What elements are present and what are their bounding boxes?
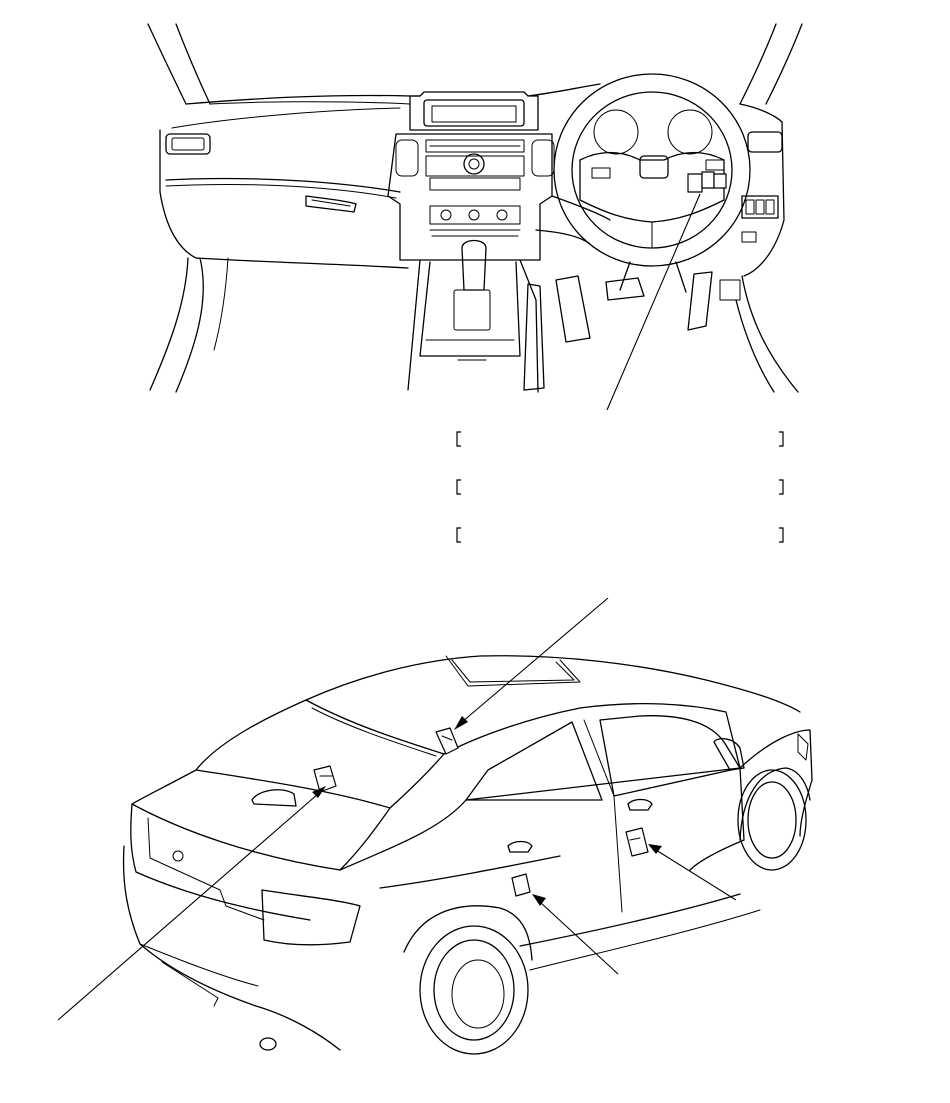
right-dash-vent: [747, 131, 783, 153]
trunk-component: [313, 765, 337, 793]
center-knob: [463, 153, 485, 175]
trunk-lid: [131, 769, 391, 871]
callout-trunk-component: [57, 786, 326, 1021]
a-pillar-right: [739, 23, 803, 105]
dashboard-top: [185, 83, 783, 123]
callout-interior-switch: [606, 193, 701, 411]
tail-lamp: [261, 889, 361, 946]
label-row-1: [456, 431, 784, 447]
center-display: [409, 91, 539, 131]
a-pillar-left: [147, 23, 211, 105]
front-wheel: [737, 767, 811, 871]
rear-door-component: [511, 873, 531, 897]
label-brackets: [456, 431, 784, 543]
front-door-component: [625, 827, 649, 857]
car-roof: [305, 655, 801, 713]
center-stack: [387, 133, 555, 261]
exterior-view: [122, 655, 813, 1055]
glove-box: [195, 195, 409, 269]
rear-window: [195, 699, 445, 809]
steering-switch-component: [687, 171, 727, 193]
callout-rear-door-component: [532, 894, 619, 975]
steering-wheel: [553, 73, 751, 267]
roof-component: [435, 727, 459, 755]
gear-shifter: [461, 239, 487, 291]
body-side: [339, 767, 745, 871]
callout-front-door-component: [648, 844, 737, 901]
rear-wheel: [403, 905, 533, 1055]
steering-emblem: [639, 155, 669, 179]
callout-roof-component: [454, 597, 609, 730]
left-dash-vent: [165, 133, 211, 155]
center-console: [407, 239, 539, 393]
label-row-2: [456, 479, 784, 495]
pedals: [555, 271, 713, 343]
interior-view: [147, 23, 803, 393]
rear-bumper: [122, 845, 341, 1051]
driver-switch-panel: [719, 195, 779, 301]
label-row-3: [456, 527, 784, 543]
exhaust-tip: [259, 1037, 277, 1051]
